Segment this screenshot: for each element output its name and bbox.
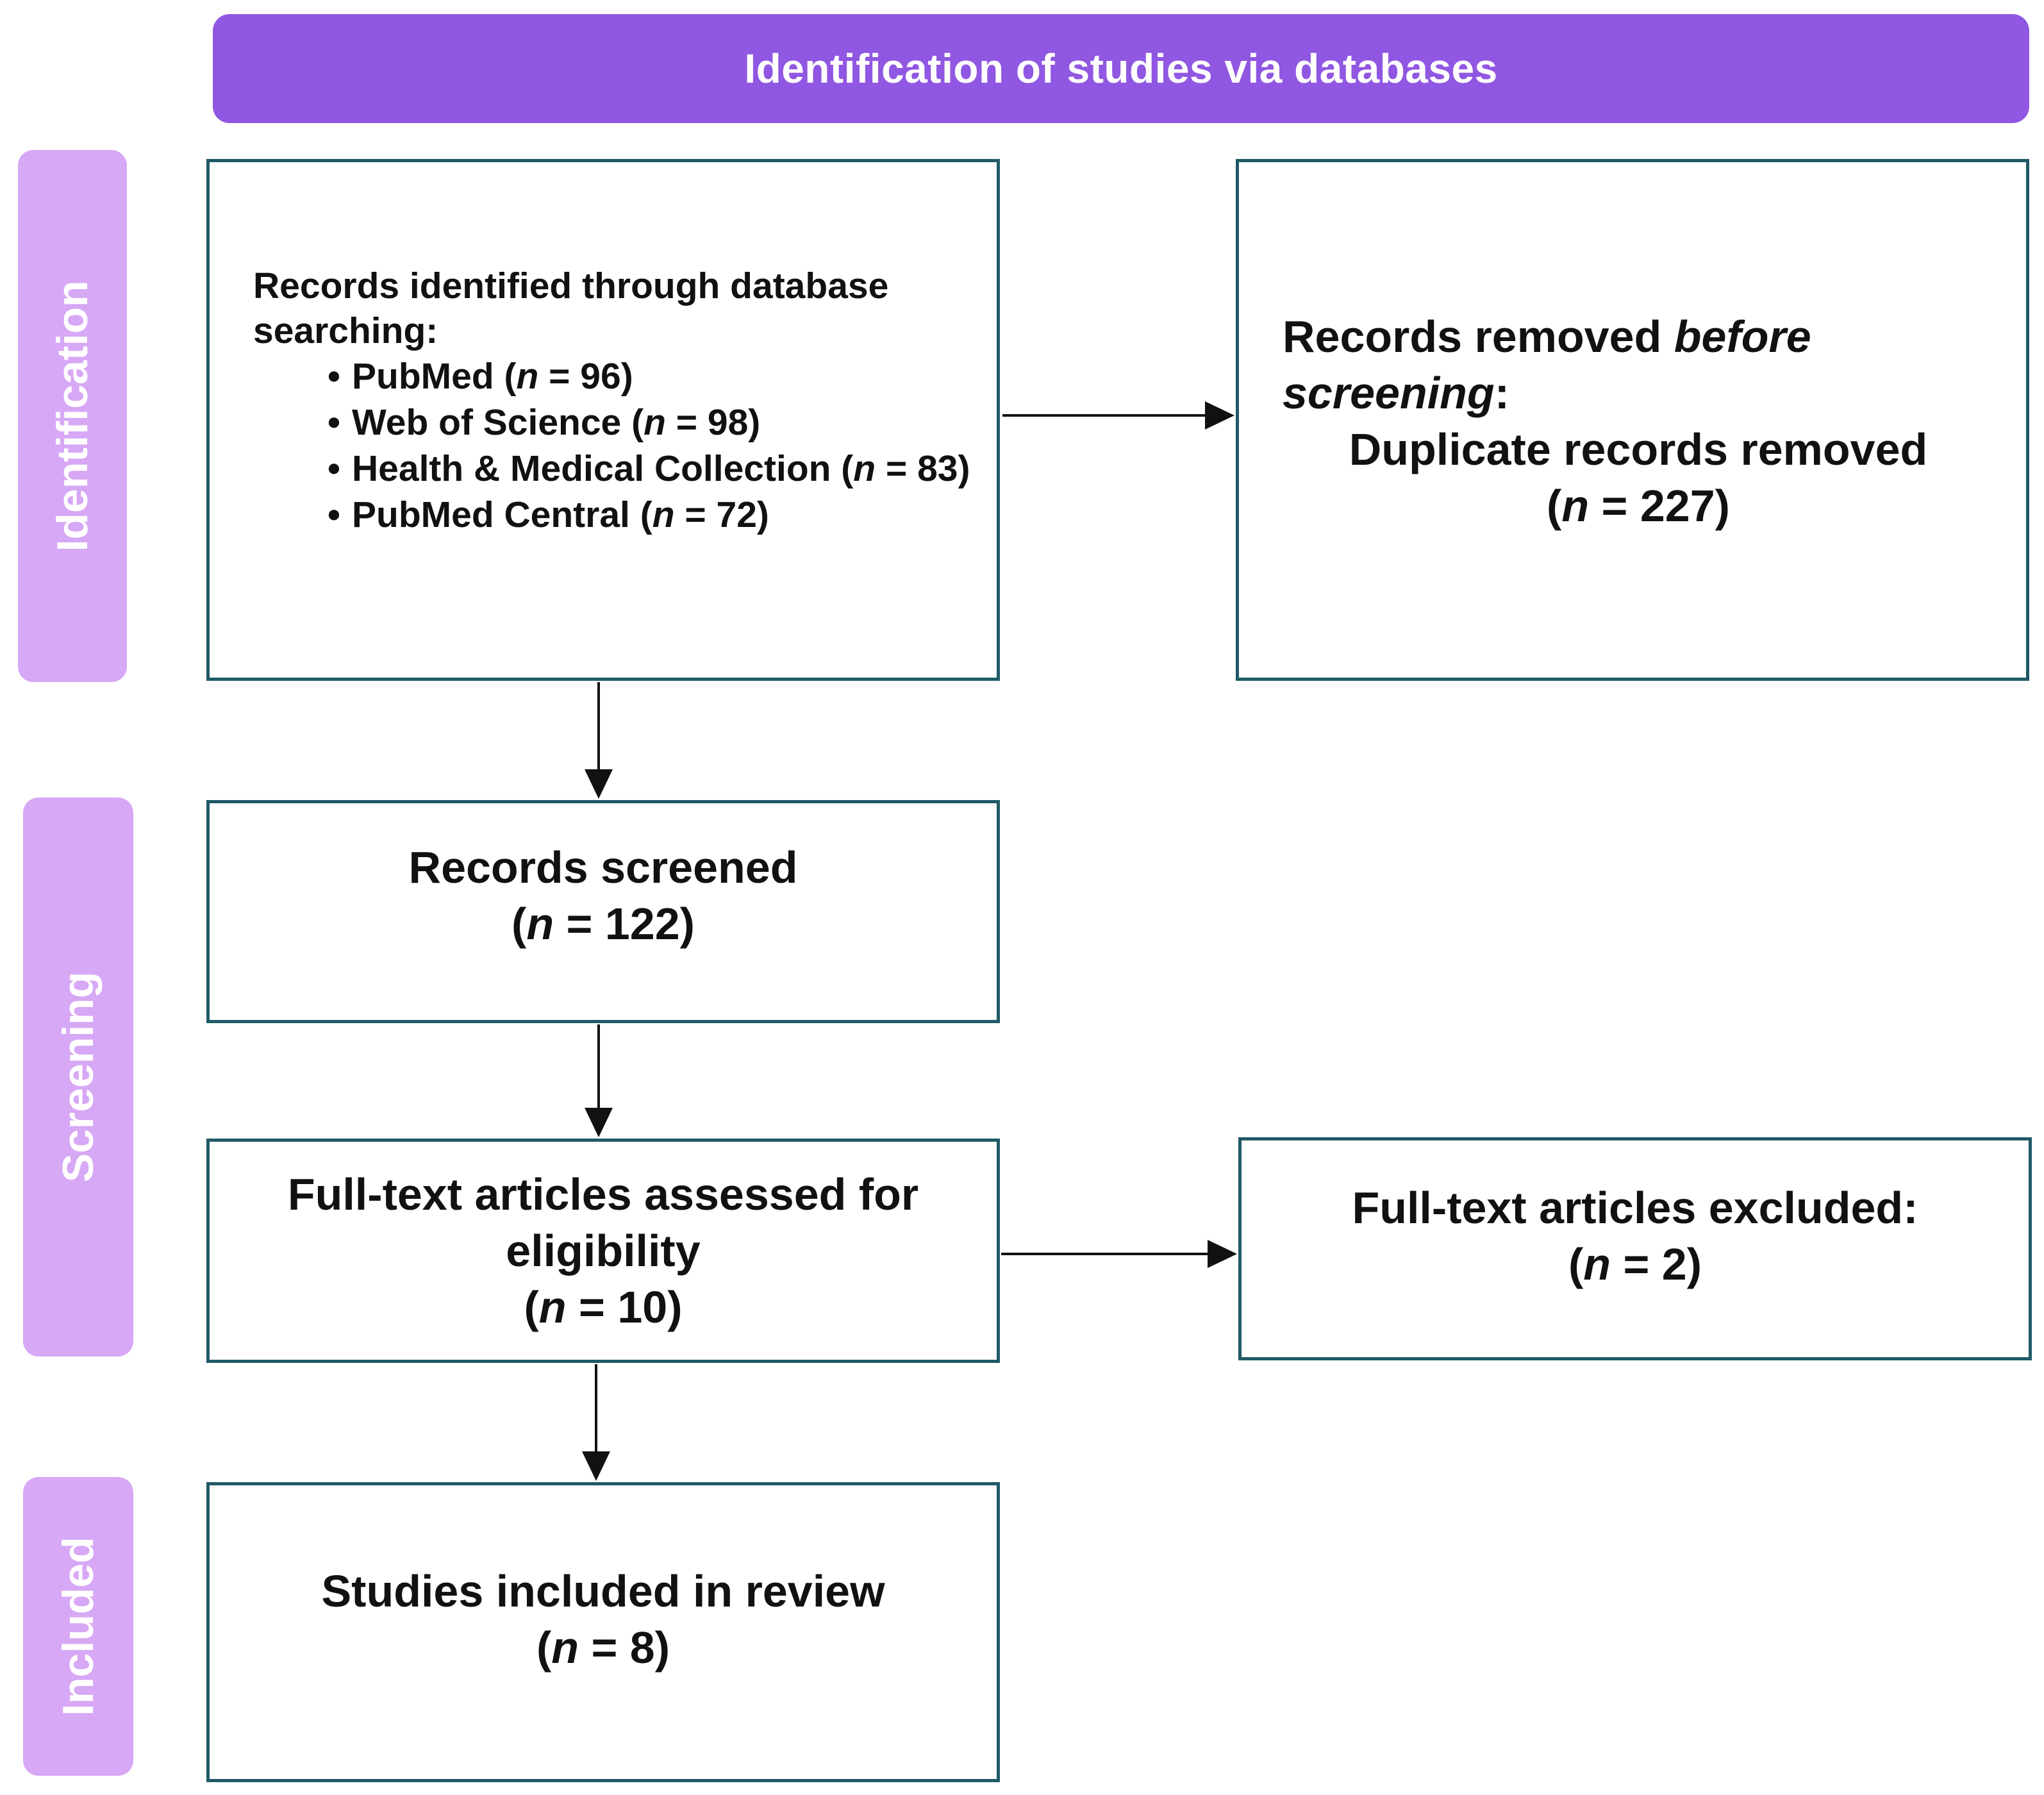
records-screened-count: (n = 122) [511,899,695,949]
records-screened-box: Records screened (n = 122) [206,800,1000,1023]
records-removed-box: Records removed before screening: Duplic… [1236,159,2029,681]
arrowhead-screened-to-assessed [585,1108,613,1137]
arrowhead-assessed-to-included [582,1451,610,1481]
records-screened-label: Records screened [408,842,798,892]
full-text-excluded-label: Full-text articles excluded: [1352,1183,1918,1233]
full-text-assessed-label: Full-text articles assessed for eligibil… [287,1169,919,1276]
phase-included: Included [23,1477,133,1776]
database-item: PubMed (n = 96) [328,353,971,399]
duplicate-records-label: Duplicate records removed (n = 227) [1349,424,1928,531]
studies-included-label: Studies included in review [321,1566,885,1616]
full-text-assessed-box: Full-text articles assessed for eligibil… [206,1139,1000,1363]
diagram-header: Identification of studies via databases [213,14,2029,123]
records-identified-intro: Records identified through database sear… [253,265,889,351]
header-title: Identification of studies via databases [744,46,1498,92]
full-text-assessed-count: (n = 10) [524,1282,683,1332]
studies-included-box: Studies included in review (n = 8) [206,1482,1000,1782]
arrowhead-assessed-to-excluded [1208,1240,1237,1268]
full-text-excluded-count: (n = 2) [1568,1239,1702,1289]
records-removed-heading: Records removed before screening: [1283,312,1811,418]
database-item: Web of Science (n = 98) [328,399,971,446]
database-item: Health & Medical Collection (n = 83) [328,446,971,492]
database-item: PubMed Central (n = 72) [328,492,971,538]
phase-identification: Identification [18,150,127,682]
database-list: PubMed (n = 96) Web of Science (n = 98) … [253,353,971,538]
records-identified-box: Records identified through database sear… [206,159,1000,681]
arrowhead-identified-to-removed [1205,401,1234,430]
arrowhead-identified-to-screened [585,769,613,799]
studies-included-count: (n = 8) [536,1623,670,1673]
full-text-excluded-box: Full-text articles excluded: (n = 2) [1238,1137,2032,1360]
phase-screening: Screening [23,797,133,1357]
